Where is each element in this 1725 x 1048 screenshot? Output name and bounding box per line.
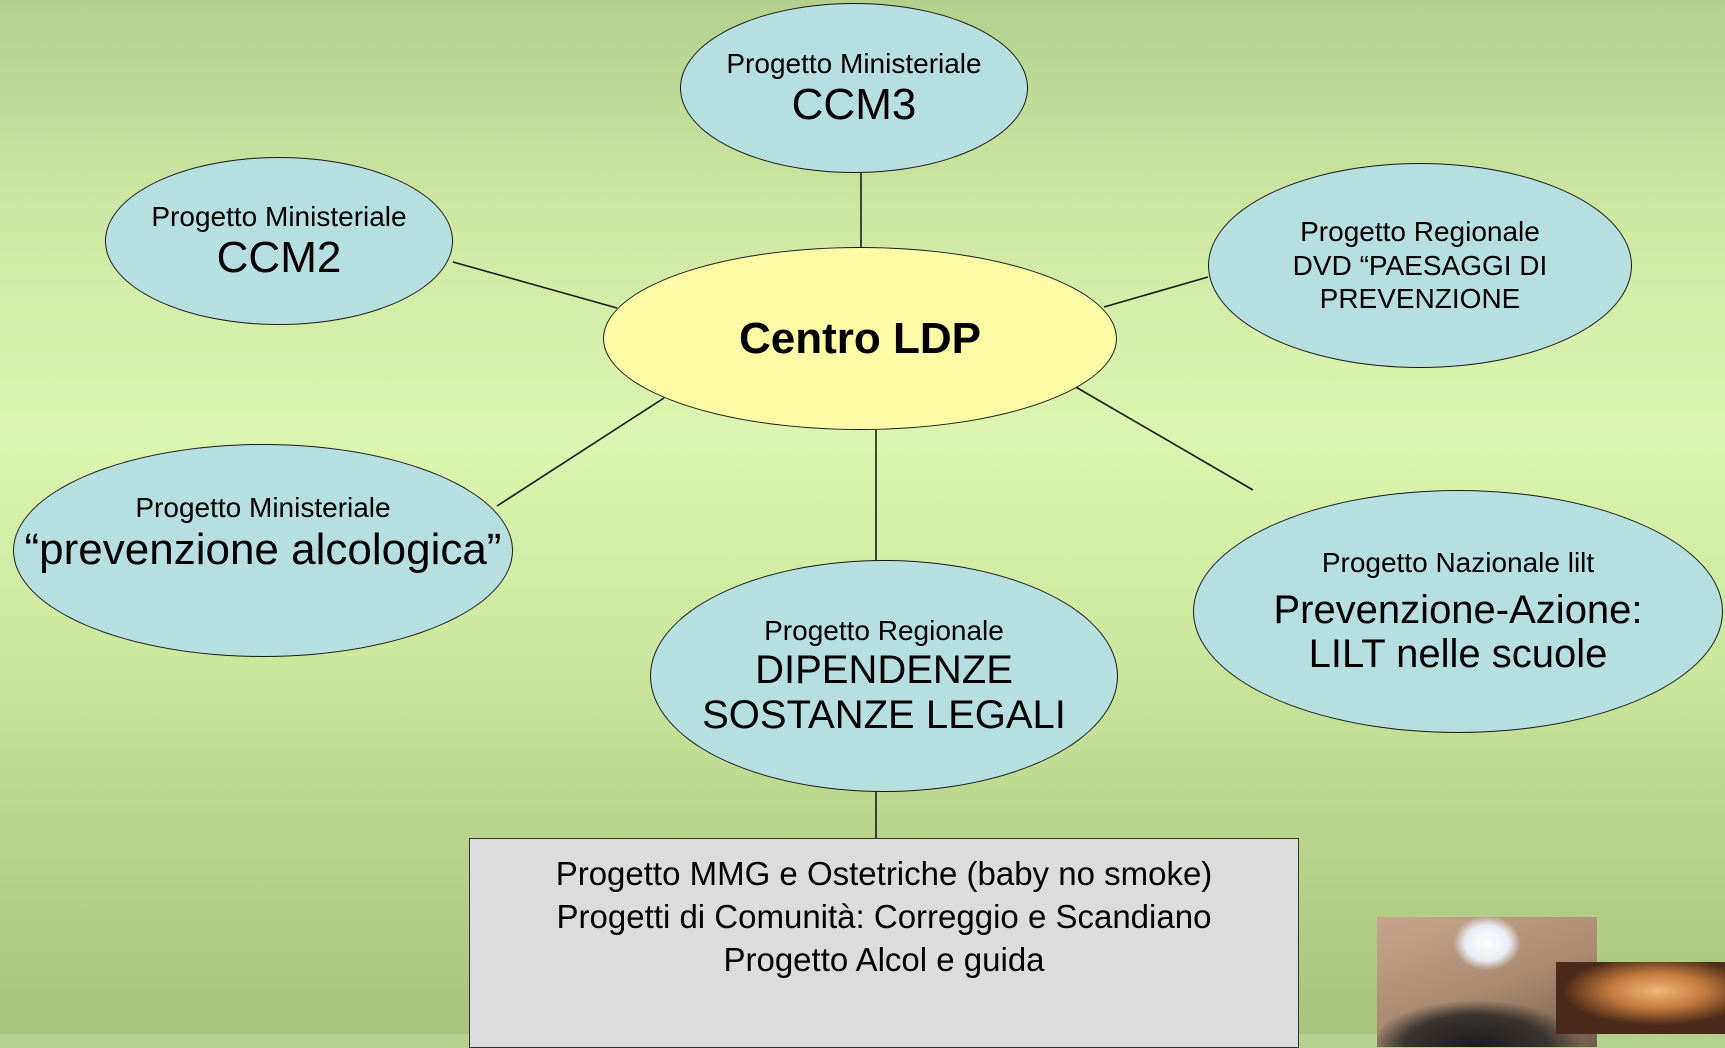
node-lilt-sub: Progetto Nazionale lilt bbox=[1321, 546, 1595, 578]
projects-box-line: Progetto MMG e Ostetriche (baby no smoke… bbox=[555, 855, 1213, 892]
node-dvd-line1: Progetto Regionale bbox=[1300, 216, 1540, 248]
node-lilt-main1: Prevenzione-Azione: bbox=[1273, 587, 1643, 632]
projects-box-line: Progetti di Comunità: Correggio e Scandi… bbox=[556, 897, 1212, 935]
node-dipendenze: Progetto Regionale DIPENDENZE SOSTANZE L… bbox=[650, 560, 1118, 792]
node-dipendenze-main1: DIPENDENZE bbox=[755, 648, 1013, 692]
node-dipendenze-main2: SOSTANZE LEGALI bbox=[702, 692, 1066, 737]
node-ccm2-sub: Progetto Ministeriale bbox=[151, 200, 407, 232]
connector-lilt bbox=[1073, 385, 1254, 491]
node-ccm3: Progetto Ministeriale CCM3 bbox=[680, 3, 1028, 173]
center-node: Centro LDP bbox=[603, 247, 1117, 430]
center-label: Centro LDP bbox=[739, 313, 981, 363]
node-dipendenze-sub: Progetto Regionale bbox=[764, 615, 1004, 647]
node-dvd-line2: DVD “PAESAGGI DI bbox=[1292, 249, 1548, 281]
node-lilt: Progetto Nazionale lilt Prevenzione-Azio… bbox=[1193, 490, 1723, 733]
connector-alcol bbox=[496, 397, 665, 507]
node-dvd: Progetto Regionale DVD “PAESAGGI DI PREV… bbox=[1208, 163, 1632, 368]
node-dvd-line3: PREVENZIONE bbox=[1319, 283, 1521, 315]
node-ccm2-main: CCM2 bbox=[216, 233, 342, 283]
crowd-photo bbox=[1556, 962, 1725, 1034]
node-ccm2: Progetto Ministeriale CCM2 bbox=[105, 157, 453, 325]
projects-box: Progetto MMG e Ostetriche (baby no smoke… bbox=[469, 838, 1299, 1048]
node-alcol: Progetto Ministeriale “prevenzione alcol… bbox=[13, 444, 513, 657]
projects-box-line: Progetto Alcol e guida bbox=[723, 940, 1045, 978]
connector-dvd bbox=[1103, 276, 1209, 308]
node-lilt-main2: LILT nelle scuole bbox=[1308, 632, 1608, 677]
node-alcol-sub: Progetto Ministeriale bbox=[135, 492, 391, 524]
node-ccm3-sub: Progetto Ministeriale bbox=[726, 47, 982, 79]
connector-ccm2 bbox=[452, 261, 618, 309]
node-alcol-main: “prevenzione alcologica” bbox=[24, 524, 502, 574]
node-ccm3-main: CCM3 bbox=[791, 80, 917, 130]
